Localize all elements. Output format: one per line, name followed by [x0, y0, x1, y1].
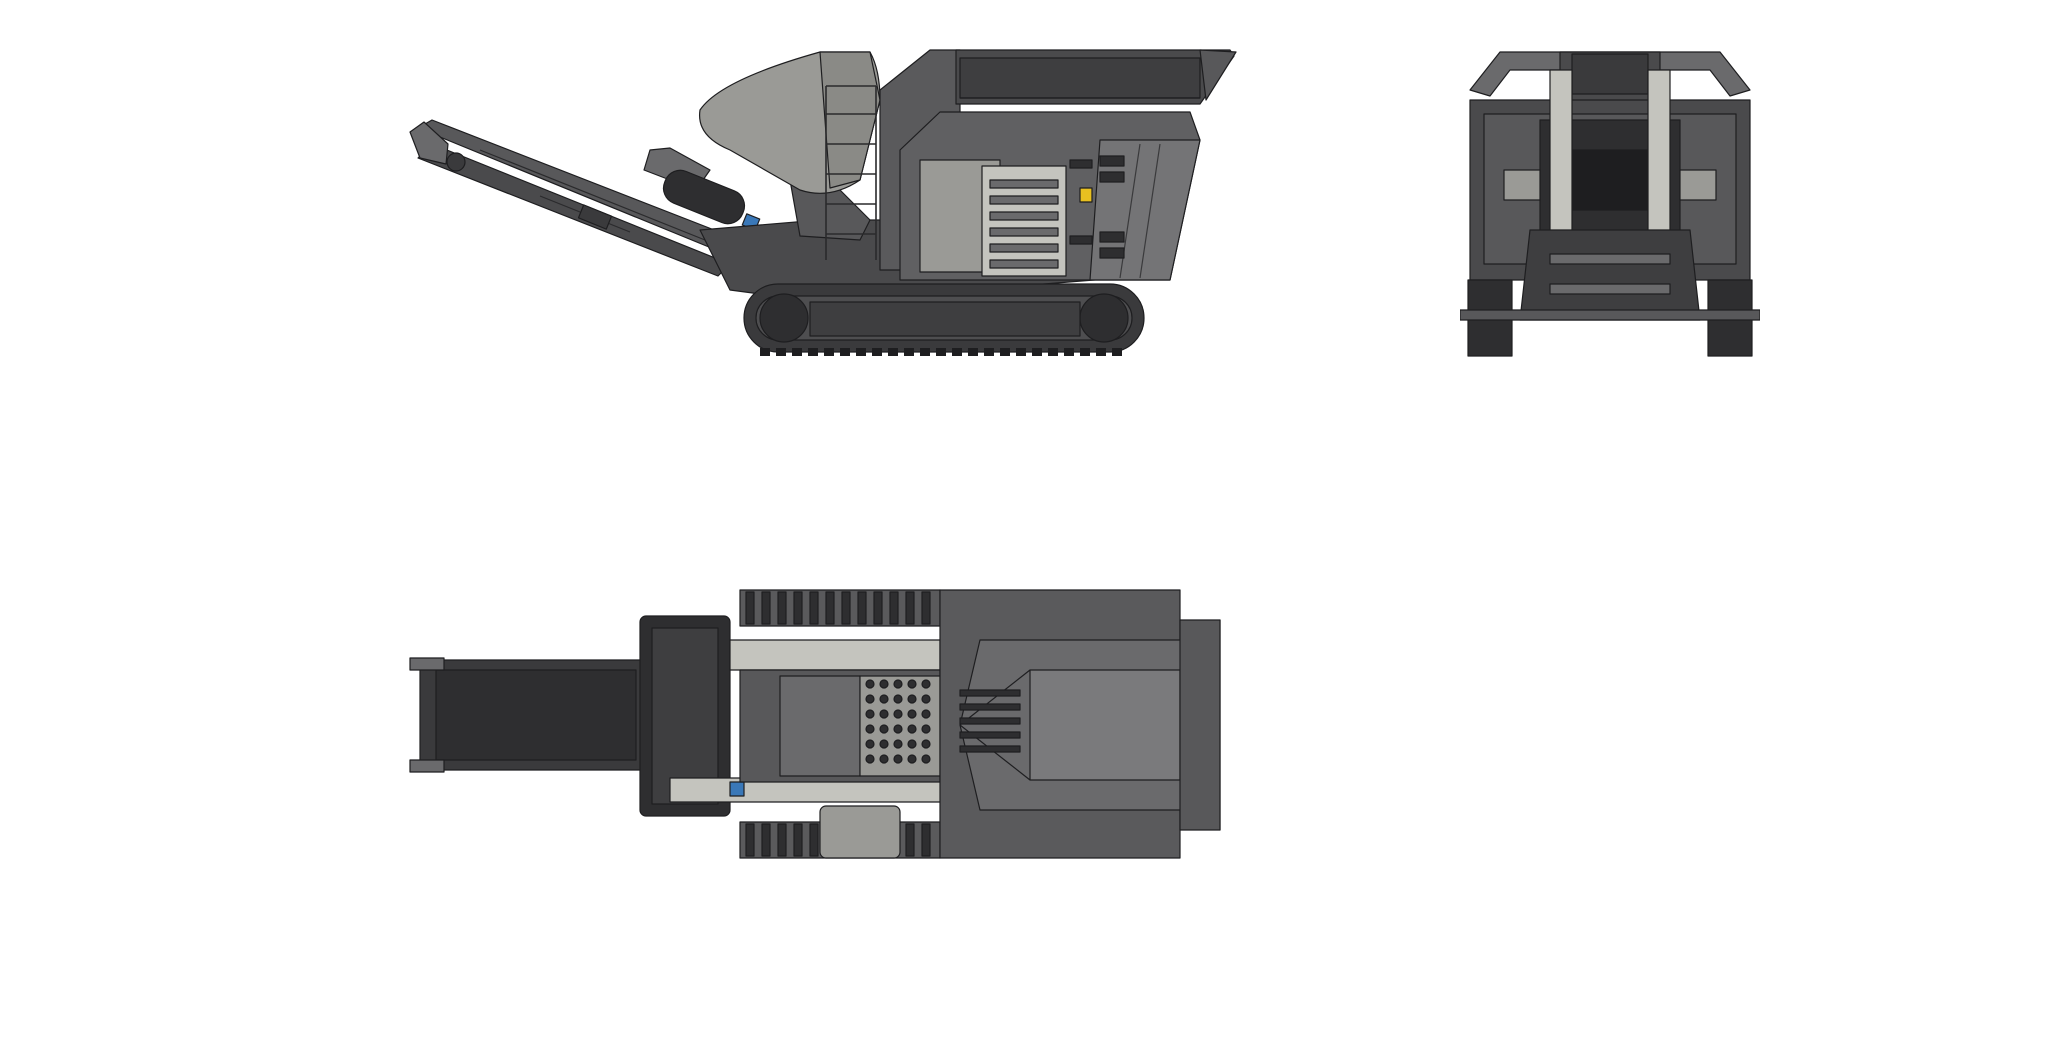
track-shoe — [952, 348, 962, 356]
feeder-hole — [879, 724, 889, 734]
track-shoe — [1080, 348, 1090, 356]
feeder-hole — [893, 754, 903, 764]
feeder-hole — [907, 754, 917, 764]
track-shoe — [1016, 348, 1026, 356]
panel-latches — [1069, 155, 1125, 259]
track-shoe — [792, 348, 802, 356]
track-shoe — [872, 348, 882, 356]
crawler-track — [743, 283, 1145, 353]
front-valve-blocks — [1503, 169, 1717, 201]
feeder-hole — [893, 694, 903, 704]
feeder-hole — [907, 679, 917, 689]
track-shoe — [760, 348, 770, 356]
track-shoe — [984, 348, 994, 356]
track-grouser — [793, 823, 803, 857]
feeder-hole — [865, 679, 875, 689]
feeder-hole — [907, 709, 917, 719]
track-grouser — [889, 591, 899, 625]
track-grouser — [921, 823, 931, 857]
track-grouser — [841, 591, 851, 625]
track-shoe — [1064, 348, 1074, 356]
track-grouser — [761, 823, 771, 857]
front-elevation-view — [1460, 40, 1760, 360]
feeder-hole — [893, 679, 903, 689]
track-shoe — [824, 348, 834, 356]
feeder-hole — [893, 724, 903, 734]
track-shoe — [808, 348, 818, 356]
top-discharge-conveyor — [409, 657, 651, 773]
front-conveyor — [1519, 229, 1701, 321]
feeder-hole — [921, 679, 931, 689]
feeder-hole — [879, 739, 889, 749]
top-motor-box — [819, 805, 901, 859]
track-shoe — [936, 348, 946, 356]
track-shoe — [904, 348, 914, 356]
track-grouser — [873, 591, 883, 625]
track-grouser — [777, 591, 787, 625]
track-grouser — [777, 823, 787, 857]
feeder-hole — [893, 739, 903, 749]
track-grouser — [921, 591, 931, 625]
track-grouser — [761, 591, 771, 625]
track-shoe — [888, 348, 898, 356]
louvred-panel — [981, 165, 1067, 277]
hydraulic-drum — [643, 147, 761, 231]
track-shoe — [840, 348, 850, 356]
feeder-hole — [921, 724, 931, 734]
track-shoe — [1112, 348, 1122, 356]
feeder-hole — [921, 694, 931, 704]
front-hopper-frame — [1469, 51, 1751, 103]
feeder-hole — [879, 694, 889, 704]
feeder-hole — [865, 724, 875, 734]
track-grouser — [809, 591, 819, 625]
feeder-hole — [907, 739, 917, 749]
track-shoe — [920, 348, 930, 356]
track-grouser — [793, 591, 803, 625]
feeder-hole — [907, 724, 917, 734]
feeder-hole — [921, 754, 931, 764]
access-ladder — [825, 85, 877, 260]
feeder-hole — [865, 739, 875, 749]
feeder-hole — [865, 709, 875, 719]
feed-hopper — [955, 49, 1237, 105]
feeder-hole — [879, 709, 889, 719]
feeder-hole — [921, 709, 931, 719]
track-grouser — [825, 591, 835, 625]
track-shoe — [1048, 348, 1058, 356]
feeder-hole — [893, 709, 903, 719]
front-elevation-drawing — [1460, 51, 1760, 357]
hopper-guard — [698, 51, 881, 194]
track-grouser — [809, 823, 819, 857]
track-shoe — [776, 348, 786, 356]
feeder-hole — [865, 694, 875, 704]
track-grouser — [745, 591, 755, 625]
track-grouser — [857, 591, 867, 625]
track-shoe — [856, 348, 866, 356]
top-plan-view — [400, 580, 1260, 860]
track-shoe — [1096, 348, 1106, 356]
feeder-hole — [907, 694, 917, 704]
track-shoe — [1032, 348, 1042, 356]
track-grouser — [905, 591, 915, 625]
track-grouser — [905, 823, 915, 857]
track-shoe — [1000, 348, 1010, 356]
track-shoes — [760, 348, 1122, 356]
top-plan-drawing — [409, 589, 1221, 859]
side-elevation-view — [400, 40, 1260, 360]
front-tracks — [1460, 279, 1760, 357]
side-elevation-drawing — [409, 49, 1237, 356]
top-latch-rods — [959, 689, 1021, 753]
feeder-hole — [879, 679, 889, 689]
track-shoe — [968, 348, 978, 356]
track-grouser — [745, 823, 755, 857]
top-drum-housing — [639, 615, 731, 817]
top-feeder-holes — [865, 679, 931, 764]
feeder-hole — [879, 754, 889, 764]
feeder-hole — [865, 754, 875, 764]
discharge-conveyor — [409, 119, 741, 277]
feeder-hole — [921, 739, 931, 749]
